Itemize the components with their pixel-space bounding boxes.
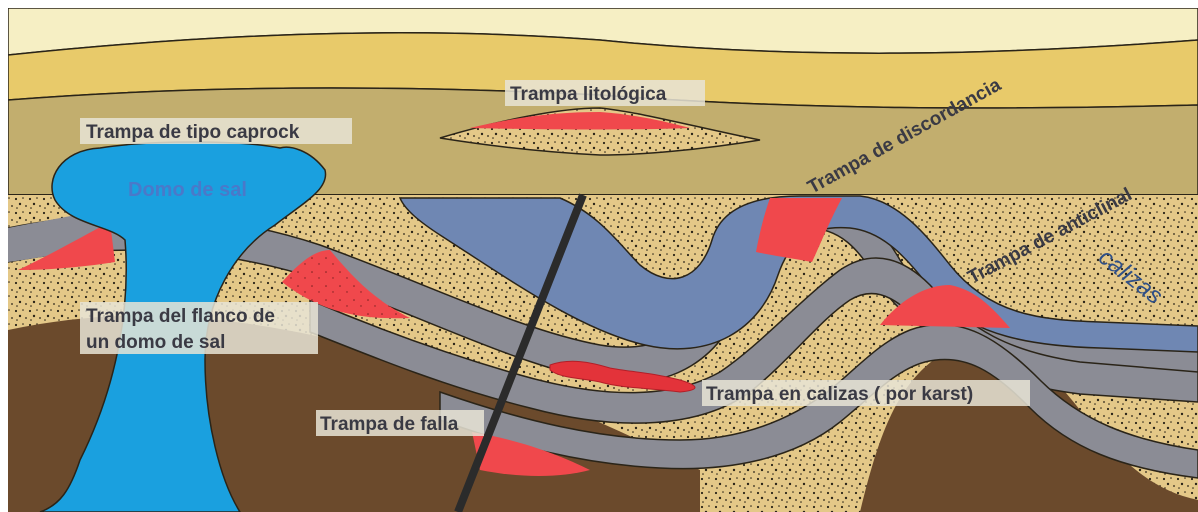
flank-label-line1: Trampa del flanco de (86, 306, 275, 327)
dome-label: Domo de sal (128, 179, 247, 201)
karst-label: Trampa en calizas ( por karst) (706, 384, 973, 405)
caprock-label: Trampa de tipo caprock (86, 122, 300, 143)
flank-label-line2: un domo de sal (86, 332, 225, 353)
fault-label: Trampa de falla (320, 414, 459, 435)
lithologic-label: Trampa litológica (510, 84, 667, 105)
